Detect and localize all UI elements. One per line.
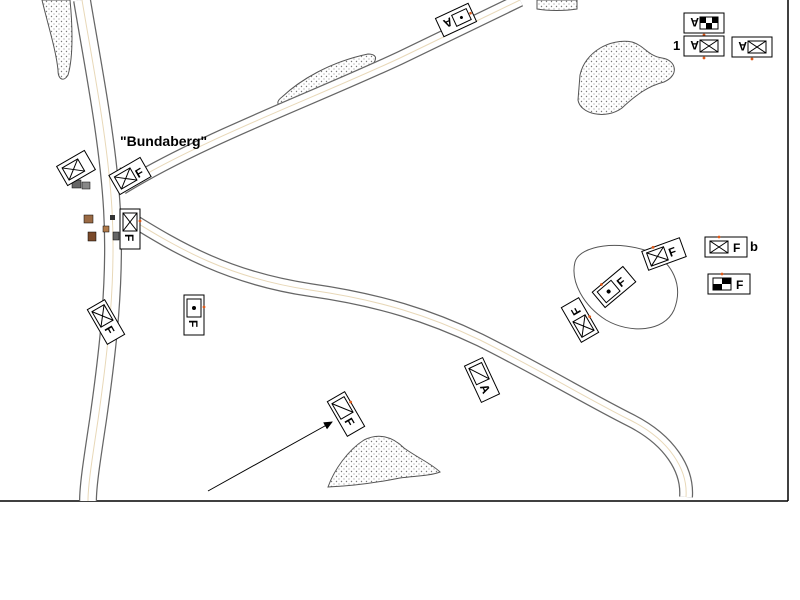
unit-label: F	[667, 244, 679, 260]
tactical-unit-icon[interactable]: F	[183, 294, 206, 336]
unit-label: F	[186, 320, 200, 327]
roads	[73, 0, 694, 502]
unit-callout-b: b	[750, 239, 758, 254]
tactical-unit-icon[interactable]: F	[108, 156, 152, 196]
building-icon	[81, 181, 91, 190]
tactical-unit-icon[interactable]: F	[326, 390, 366, 438]
terrain-patch-icon	[327, 435, 441, 488]
tactical-unit-icon[interactable]: F	[707, 272, 751, 295]
terrain-patch-icon	[536, 0, 578, 11]
tactical-unit-icon[interactable]: F	[641, 236, 687, 271]
tactical-unit-icon[interactable]: F	[560, 296, 600, 344]
arrow-icon	[207, 421, 333, 492]
tactical-unit-icon[interactable]: A	[434, 2, 478, 38]
unit-label: A	[690, 15, 699, 29]
tactical-unit-icon[interactable]	[55, 149, 97, 187]
tactical-unit-icon[interactable]: F	[86, 298, 126, 346]
terrain-patch-icon	[41, 0, 73, 80]
tactical-unit-icon[interactable]: A	[683, 12, 725, 37]
terrain-patch-icon	[577, 40, 675, 115]
unit-label: F	[122, 234, 136, 241]
tactical-unit-icon[interactable]: F	[591, 265, 637, 309]
unit-callout-1: 1	[673, 38, 681, 53]
unit-label: A	[690, 38, 699, 52]
unit-label: F	[733, 241, 740, 255]
building-icon	[83, 214, 94, 224]
tactical-unit-icon[interactable]: A	[683, 35, 725, 60]
tactical-unit-icon[interactable]: A	[731, 36, 773, 61]
tactical-unit-icon[interactable]: A	[463, 356, 501, 404]
building-icon	[112, 231, 120, 241]
tactical-unit-icon[interactable]: F	[119, 208, 142, 250]
building-icon	[110, 215, 115, 220]
tactical-unit-icon[interactable]: F	[704, 235, 748, 258]
unit-label: F	[736, 278, 743, 292]
unit-label: A	[738, 39, 747, 53]
field-outline	[573, 244, 679, 330]
town-label: "Bundaberg"	[120, 133, 208, 149]
building-icon	[102, 225, 110, 233]
building-icon	[87, 231, 97, 242]
